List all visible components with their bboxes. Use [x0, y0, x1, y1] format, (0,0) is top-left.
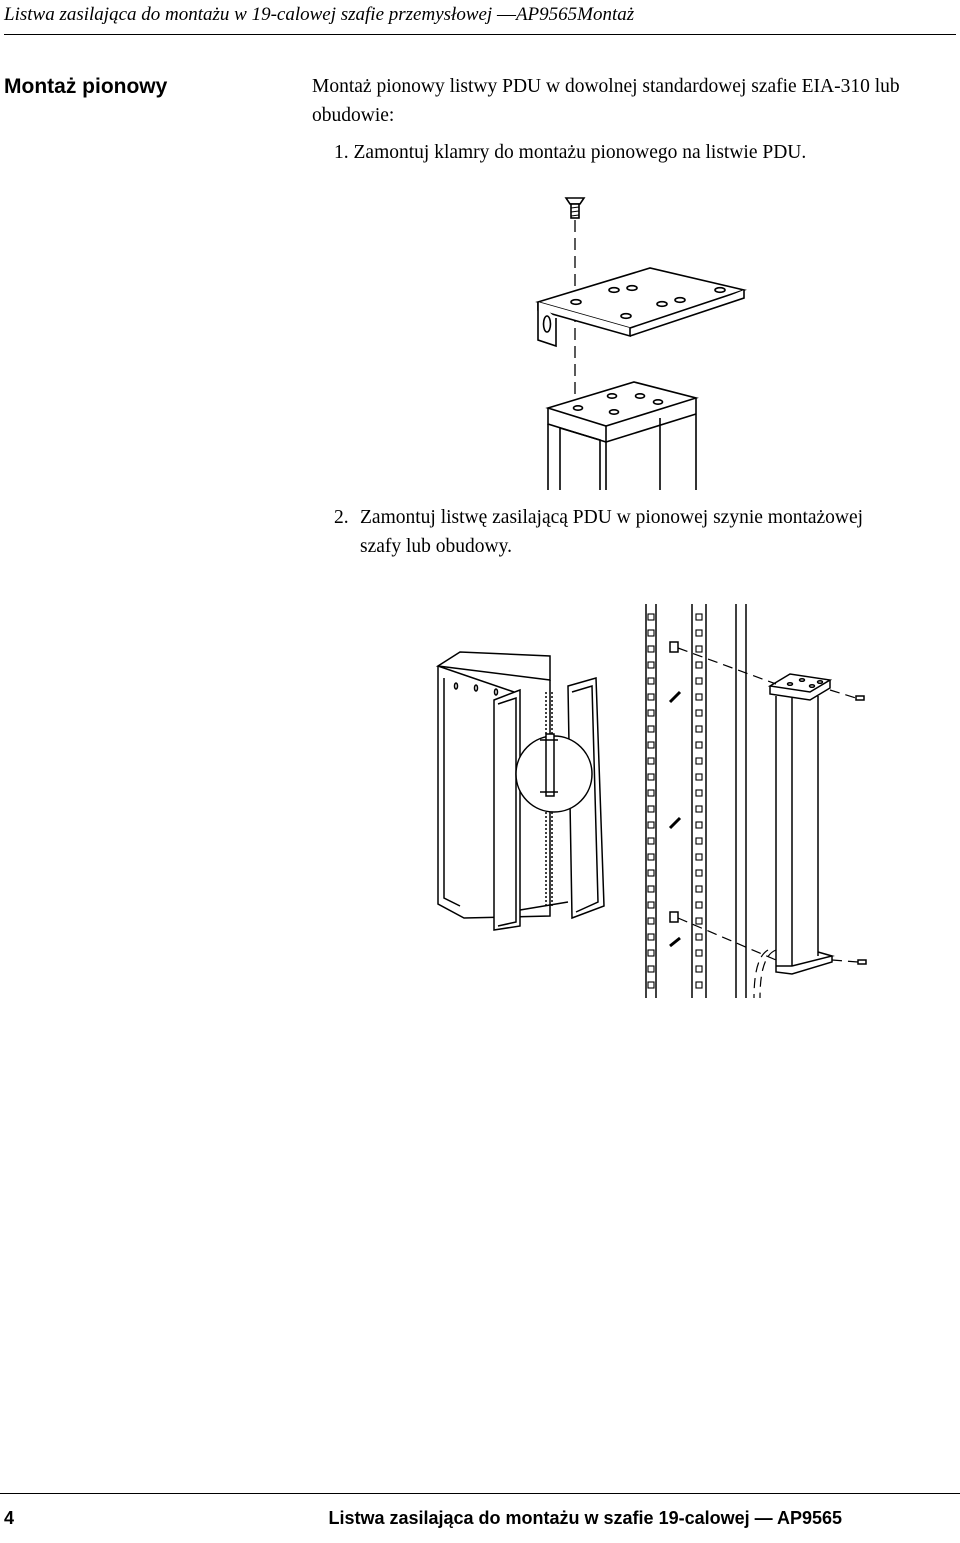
header-dash: —	[496, 4, 516, 25]
vertical-mounting-rail	[645, 604, 747, 998]
screw-icon	[564, 197, 586, 219]
bracket-mounting-illustration	[535, 197, 747, 490]
step-2-text-line1: Zamontuj listwę zasilającą PDU w pionowe…	[360, 507, 864, 528]
running-section: AP9565Montaż	[515, 4, 635, 25]
page-number: 4	[4, 1508, 15, 1528]
pdu-strip	[767, 673, 835, 975]
step-1-number: 1.	[334, 142, 349, 163]
step-1-text: Zamontuj klamry do montażu pionowego na …	[353, 142, 807, 163]
rail-installation-illustration	[435, 604, 867, 999]
step-1: 1. Zamontuj klamry do montażu pionowego …	[334, 138, 806, 167]
running-title: Listwa zasilająca do montażu w 19-calowe…	[4, 4, 493, 25]
mounting-bracket	[535, 267, 747, 348]
section-title: Montaż pionowy	[4, 75, 168, 98]
screw-icon	[855, 695, 867, 965]
step-2: 2. Zamontuj listwę zasilającą PDU w piono…	[334, 503, 958, 561]
step-2-number: 2.	[334, 507, 349, 528]
enclosure-cabinet	[435, 651, 605, 931]
footer-rule	[0, 1493, 960, 1494]
footer-title: Listwa zasilająca do montażu w szafie 19…	[328, 1508, 842, 1528]
running-header: Listwa zasilająca do montażu w 19-calowe…	[4, 4, 956, 35]
intro-paragraph: Montaż pionowy listwy PDU w dowolnej sta…	[312, 76, 900, 126]
step-2-text-line2: szafy lub obudowy.	[360, 536, 513, 557]
pdu-strip-top	[545, 381, 699, 490]
